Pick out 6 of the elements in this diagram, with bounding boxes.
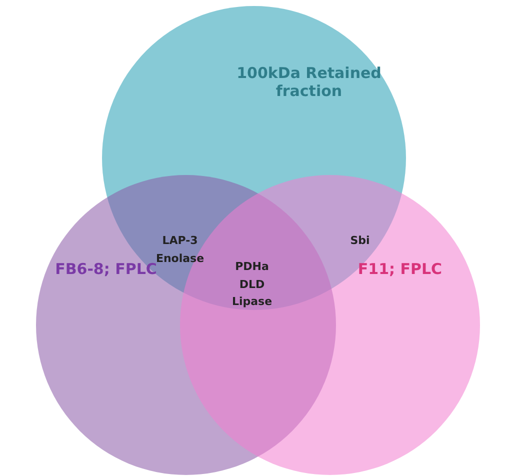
overlap-label: LAP-3 Enolase [156,233,206,265]
overlap-label: Sbi [349,233,371,249]
set-label: FB6-8; FPLC [54,260,157,278]
set-label: 100kDa Retained fraction [236,64,382,100]
set-label: F11; FPLC [356,260,444,278]
overlap-label: PDHa DLD Lipase [230,259,274,310]
